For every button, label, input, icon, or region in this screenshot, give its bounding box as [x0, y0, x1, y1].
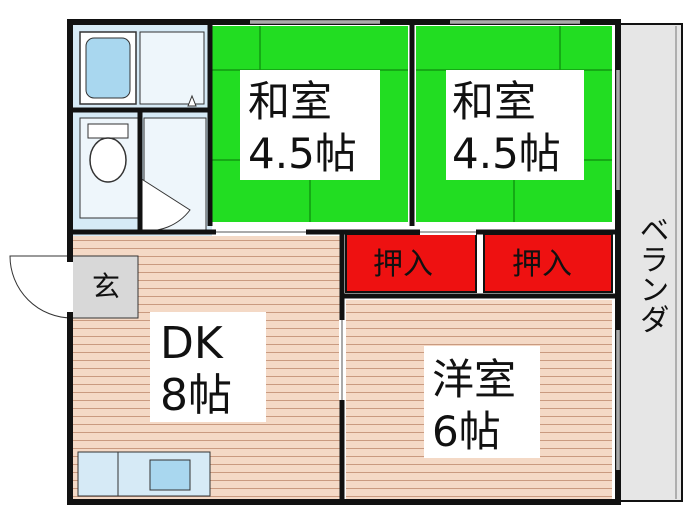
bathtub-basin — [85, 37, 131, 99]
toilet-tank — [87, 123, 129, 139]
youshitsu-name: 洋室 — [432, 355, 516, 404]
youshitsu-size: 6帖 — [432, 407, 501, 456]
closet-right — [483, 233, 613, 293]
label-box-entrance — [84, 262, 128, 306]
dk-name: DK — [160, 318, 224, 369]
entrance-label: 玄 — [92, 270, 120, 303]
water-heater-icon — [187, 94, 197, 107]
toilet-bowl — [89, 137, 127, 183]
balcony-label: ベランダ — [634, 214, 669, 334]
washitsu-right-size: 4.5帖 — [452, 129, 561, 178]
entrance-door-swing — [9, 255, 73, 319]
washroom-cabinet — [139, 31, 205, 105]
washitsu-left-name: 和室 — [248, 77, 332, 126]
label-box-dk — [150, 312, 266, 422]
label-box-youshitsu — [424, 346, 540, 458]
closet-left-label: 押入 — [373, 247, 433, 282]
balcony-area — [619, 23, 683, 502]
label-box-washitsu-left — [240, 70, 380, 180]
kitchen-sink — [149, 459, 191, 491]
closet-right-label: 押入 — [512, 247, 572, 282]
dk-size: 8帖 — [160, 370, 232, 421]
closet-left — [345, 233, 477, 293]
label-box-washitsu-right — [446, 70, 584, 180]
door-jambs — [216, 231, 476, 400]
washitsu-right-name: 和室 — [452, 77, 536, 126]
window-glass — [250, 21, 619, 470]
washitsu-left-size: 4.5帖 — [248, 129, 357, 178]
